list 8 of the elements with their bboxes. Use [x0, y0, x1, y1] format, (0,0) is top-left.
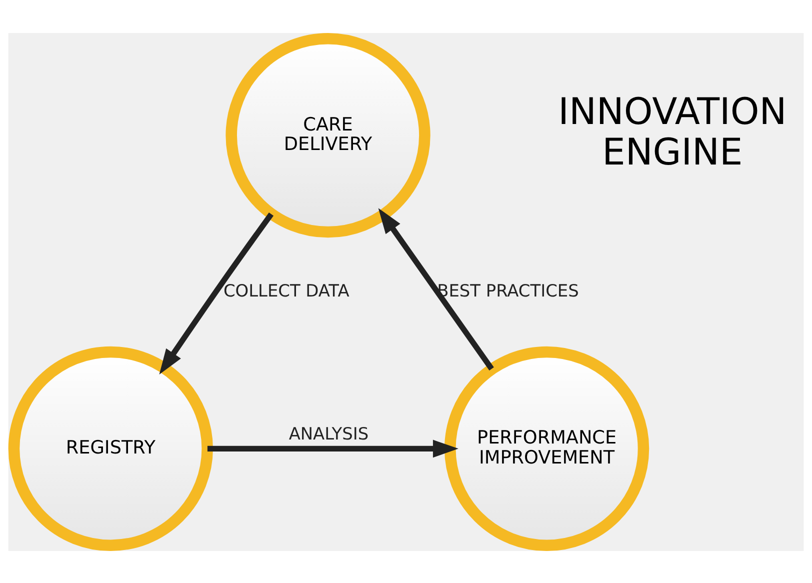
arrow: [159, 212, 274, 374]
arrow: [378, 208, 494, 370]
arrow: [207, 439, 458, 458]
node-circle: PERFORMANCE IMPROVEMENT: [444, 346, 650, 550]
node-circle: CARE DELIVERY: [226, 32, 430, 238]
edge-label: ANALYSIS: [288, 423, 369, 444]
label: INNOVATION ENGINE: [558, 89, 787, 174]
edge-label: COLLECT DATA: [223, 280, 350, 300]
